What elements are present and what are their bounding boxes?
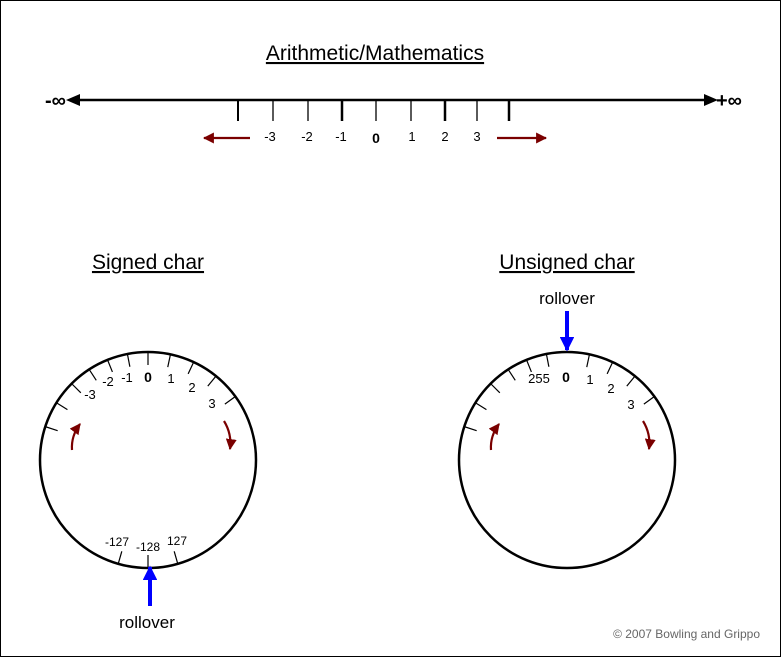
unsigned-dial-label: 3	[627, 397, 634, 412]
main-title: Arithmetic/Mathematics	[266, 42, 484, 65]
number-line-label: 0	[372, 130, 380, 146]
positive-infinity-label: +∞	[716, 90, 742, 112]
number-line-label: -1	[335, 129, 347, 144]
number-line-label: -2	[301, 129, 313, 144]
signed-dial-label: -127	[105, 535, 129, 549]
number-line-label: 2	[441, 129, 448, 144]
signed-dial-ticks	[45, 352, 236, 568]
unsigned-rollover-label: rollover	[539, 289, 595, 308]
left-infinity-arrowhead	[66, 94, 80, 106]
dial-tick	[56, 402, 68, 411]
unsigned-dial-label: 0	[562, 369, 570, 385]
signed-dial-label: 1	[167, 371, 174, 386]
dial-tick	[167, 354, 172, 368]
dial-tick	[126, 353, 131, 367]
dial-tick	[106, 359, 113, 373]
number-line-label: 3	[473, 129, 480, 144]
dial-tick	[224, 396, 236, 405]
signed-clockwise-arrow	[223, 420, 237, 451]
signed-dial-label: 3	[208, 396, 215, 411]
signed-rollover-label: rollover	[119, 613, 175, 632]
signed-dial-label: 2	[188, 380, 195, 395]
unsigned-dial-label: 1	[586, 372, 593, 387]
number-line-label: 1	[408, 129, 415, 144]
signed-dial-label: 0	[144, 369, 152, 385]
signed-char-title: Signed char	[92, 251, 204, 274]
dial-tick	[464, 426, 477, 432]
dial-tick	[71, 383, 82, 394]
unsigned-dial-ticks	[464, 353, 655, 432]
signed-dial-label: -128	[136, 540, 160, 554]
dial-tick	[507, 369, 516, 381]
signed-dial-label: -3	[84, 387, 96, 402]
unsigned-char-dial: 255 0 1 2 3 rollover	[457, 289, 677, 570]
number-line: -∞ +∞ -3 -2 -1 0 1 2 3	[45, 90, 742, 146]
unsigned-counterclockwise-arrow	[488, 423, 500, 451]
signed-counterclockwise-arrow	[69, 423, 81, 451]
unsigned-char-title: Unsigned char	[499, 251, 634, 274]
unsigned-clockwise-arrow	[642, 420, 656, 451]
signed-dial-label: 127	[167, 534, 187, 548]
dial-tick	[475, 402, 487, 411]
unsigned-dial-label: 255	[528, 371, 550, 386]
dial-tick	[173, 551, 179, 564]
dial-tick	[606, 361, 614, 375]
dial-tick	[187, 361, 195, 375]
signed-dial-label: -2	[102, 374, 114, 389]
signed-dial-label: -1	[121, 370, 133, 385]
signed-char-dial: -3 -2 -1 0 1 2 3 -127 -128 127 rollover	[38, 350, 258, 632]
unsigned-dial-label: 2	[607, 381, 614, 396]
dial-tick	[207, 375, 217, 387]
negative-infinity-label: -∞	[45, 90, 66, 112]
dial-tick	[545, 353, 550, 367]
dial-tick	[490, 383, 501, 394]
dial-tick	[117, 551, 123, 564]
dial-tick	[88, 369, 97, 381]
dial-tick	[45, 426, 58, 432]
copyright-notice: © 2007 Bowling and Grippo	[613, 627, 760, 641]
right-infinity-arrowhead	[704, 94, 718, 106]
unsigned-dial-circle	[457, 350, 677, 570]
dial-tick	[643, 396, 655, 405]
dial-tick	[525, 359, 532, 373]
dial-tick	[626, 375, 636, 387]
number-line-label: -3	[264, 129, 276, 144]
dial-tick	[586, 354, 591, 368]
